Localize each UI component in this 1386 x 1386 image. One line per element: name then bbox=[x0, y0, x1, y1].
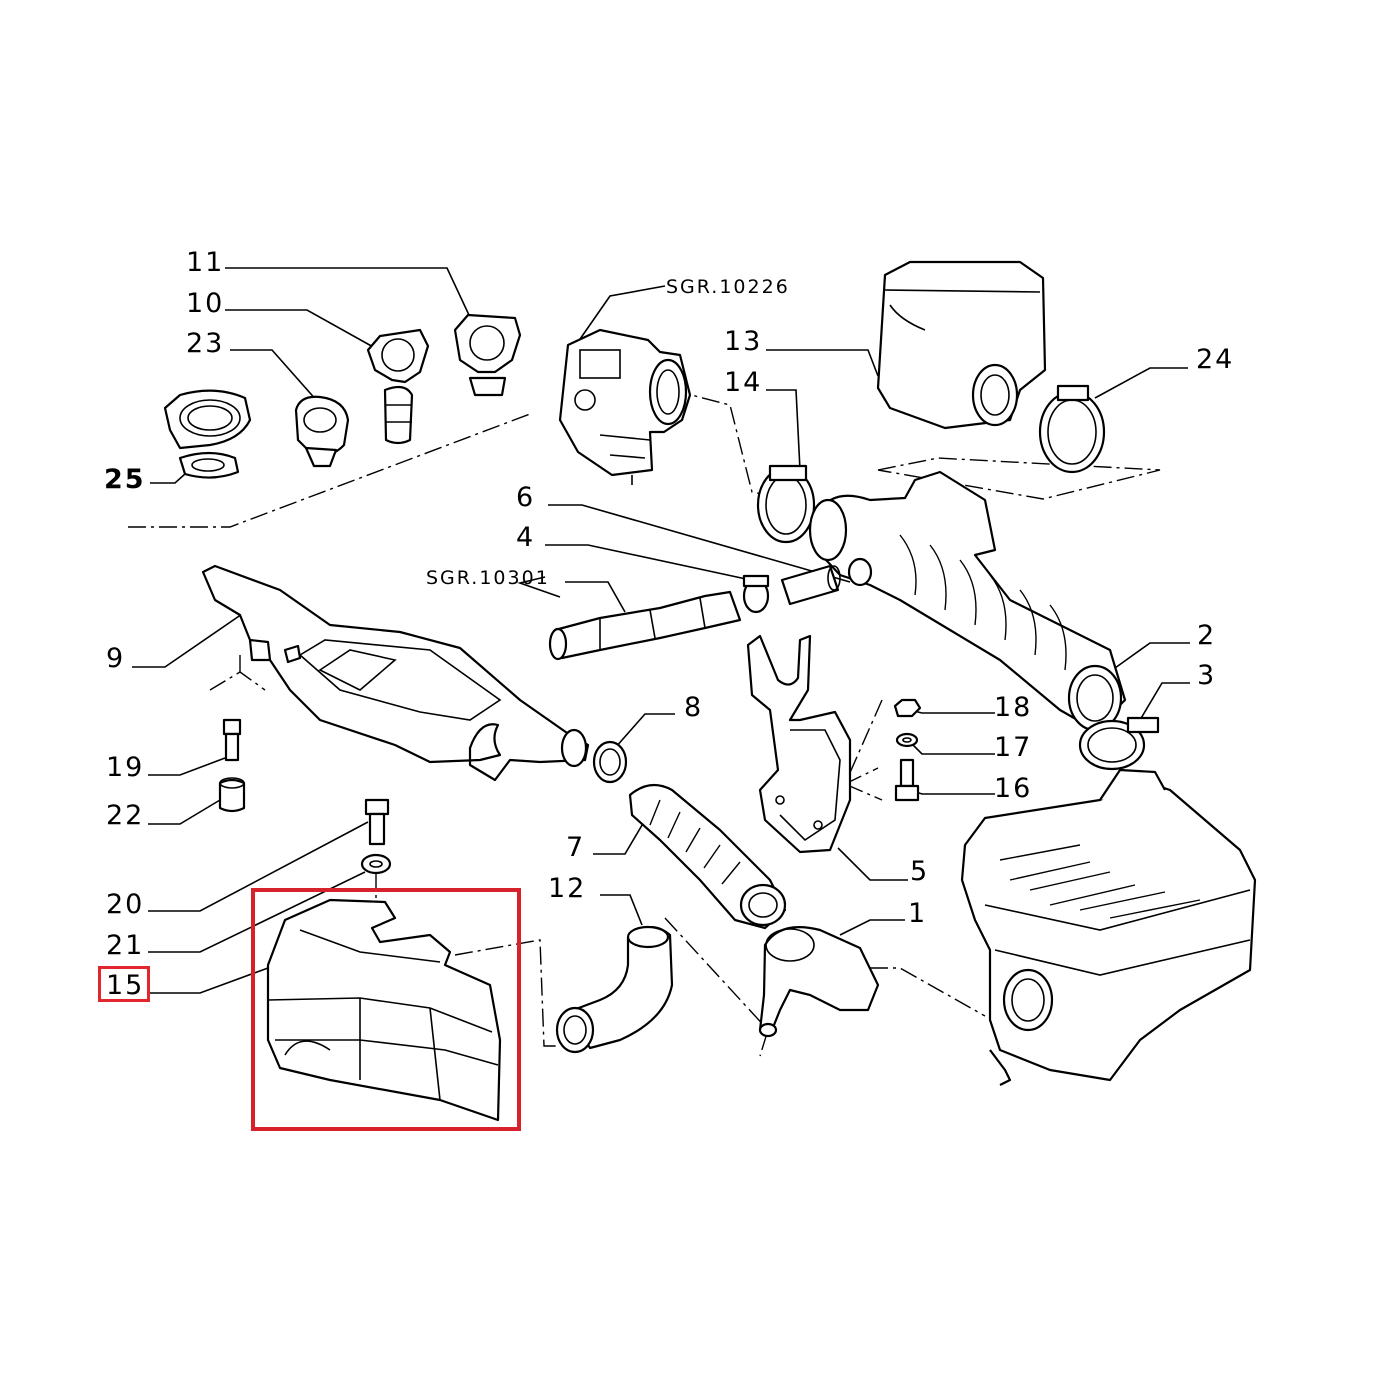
part-7-hose bbox=[628, 783, 787, 930]
air-filter-housing bbox=[960, 768, 1257, 1086]
part-11-bracket bbox=[453, 313, 522, 397]
part-12-elbow bbox=[555, 925, 674, 1054]
label-21[interactable]: 21 bbox=[106, 930, 145, 961]
part-17-washer bbox=[895, 732, 919, 748]
label-10[interactable]: 10 bbox=[186, 288, 225, 319]
part-19-screw bbox=[222, 718, 242, 762]
leader-lines bbox=[132, 267, 1190, 994]
part-5-bracket bbox=[746, 634, 852, 854]
part-1-connector bbox=[758, 926, 880, 1038]
part-6-fitting bbox=[780, 564, 841, 606]
label-18[interactable]: 18 bbox=[994, 692, 1033, 723]
part-10-bracket bbox=[366, 328, 430, 445]
part-16-bolt bbox=[894, 758, 920, 802]
label-24[interactable]: 24 bbox=[1196, 344, 1235, 375]
label-7[interactable]: 7 bbox=[566, 832, 586, 863]
label-19[interactable]: 19 bbox=[106, 752, 145, 783]
label-4[interactable]: 4 bbox=[516, 522, 536, 553]
reference-sgr-10301: SGR.10301 bbox=[426, 567, 550, 589]
label-9[interactable]: 9 bbox=[106, 643, 126, 674]
label-14[interactable]: 14 bbox=[724, 367, 763, 398]
part-22-spacer bbox=[218, 777, 246, 813]
part-9-duct-cover bbox=[201, 564, 590, 782]
highlight-part-15 bbox=[251, 888, 521, 1131]
part-14-clamp bbox=[756, 464, 816, 544]
label-23[interactable]: 23 bbox=[186, 328, 225, 359]
part-2-intake-duct bbox=[808, 470, 1127, 732]
part-23-clip bbox=[294, 395, 350, 468]
label-11[interactable]: 11 bbox=[186, 247, 225, 278]
label-8[interactable]: 8 bbox=[684, 692, 704, 723]
label-16[interactable]: 16 bbox=[994, 773, 1033, 804]
label-5[interactable]: 5 bbox=[910, 856, 930, 887]
label-12[interactable]: 12 bbox=[548, 873, 587, 904]
part-20-screw bbox=[364, 798, 390, 846]
label-1[interactable]: 1 bbox=[908, 898, 928, 929]
part-13-resonator bbox=[876, 260, 1047, 430]
part-18-nut bbox=[893, 698, 922, 718]
label-25[interactable]: 25 bbox=[104, 464, 146, 495]
label-22[interactable]: 22 bbox=[106, 800, 145, 831]
part-21-washer bbox=[360, 853, 392, 875]
throttle-body bbox=[558, 328, 692, 485]
part-4-clamp bbox=[742, 574, 770, 614]
reference-sgr-10226: SGR.10226 bbox=[666, 276, 790, 298]
sgr-10301-hose bbox=[548, 590, 742, 661]
label-20[interactable]: 20 bbox=[106, 889, 145, 920]
label-17[interactable]: 17 bbox=[994, 732, 1033, 763]
part-25-clamp bbox=[163, 389, 252, 479]
label-3[interactable]: 3 bbox=[1197, 660, 1217, 691]
highlight-label-15 bbox=[98, 966, 150, 1002]
label-13[interactable]: 13 bbox=[724, 326, 763, 357]
part-8-clamp bbox=[592, 740, 628, 784]
part-3-clamp bbox=[1078, 716, 1160, 771]
part-24-clamp bbox=[1038, 384, 1106, 474]
label-2[interactable]: 2 bbox=[1197, 620, 1217, 651]
label-6[interactable]: 6 bbox=[516, 482, 536, 513]
label-15[interactable]: 15 bbox=[106, 970, 145, 1001]
part-15-air-box bbox=[266, 898, 502, 1122]
